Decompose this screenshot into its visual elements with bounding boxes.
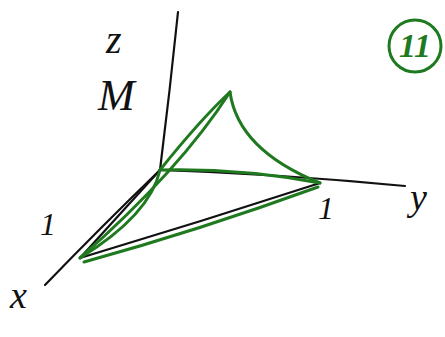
pyramid-edge bbox=[84, 187, 318, 262]
axis-label: x bbox=[10, 276, 27, 314]
axis-label: z bbox=[106, 20, 122, 60]
tick-label: 1 bbox=[40, 208, 56, 240]
tick-label: 1 bbox=[318, 192, 334, 224]
x-axis bbox=[45, 170, 160, 285]
y-axis bbox=[160, 170, 405, 186]
problem-number: 11 bbox=[399, 29, 431, 63]
circled-number: 11 bbox=[387, 18, 443, 74]
pyramid-edge bbox=[160, 92, 230, 170]
z-axis bbox=[160, 12, 178, 170]
pyramid-edge bbox=[230, 92, 320, 183]
base-edge bbox=[80, 183, 320, 258]
axis-label: y bbox=[410, 178, 427, 216]
pyramid-edge bbox=[160, 170, 320, 183]
point-label: M bbox=[98, 74, 135, 118]
